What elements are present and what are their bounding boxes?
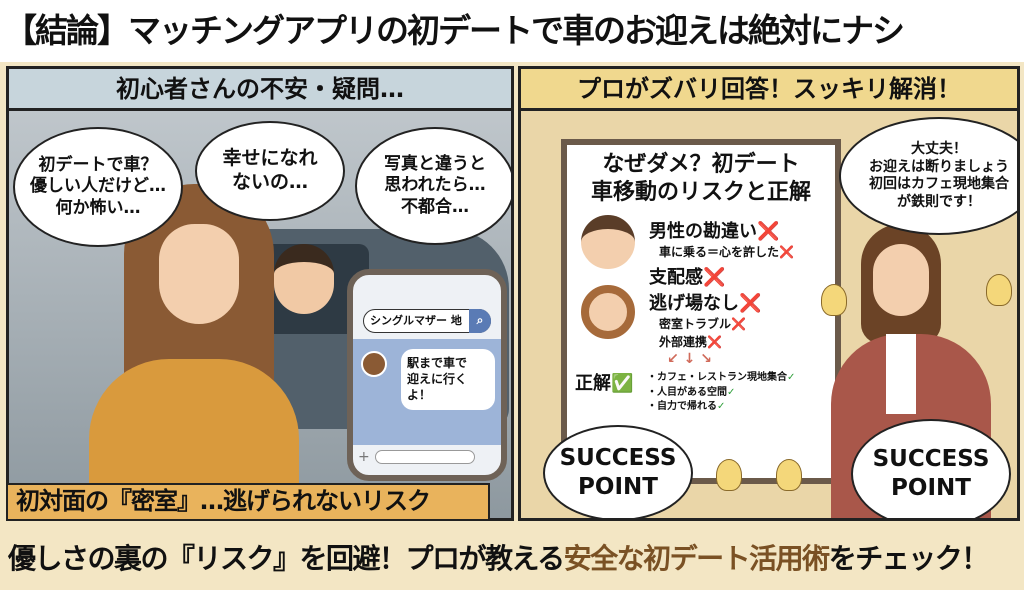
bubble-text: ないの… [231, 171, 308, 193]
banner-text: 優しさの裏の『リスク』を回避！プロが教える [8, 542, 565, 575]
check-icon: ✓ [787, 372, 796, 383]
speech-line: が鉄則です！ [897, 193, 981, 210]
bubble-text: 写真と違うと [384, 154, 486, 175]
answer-label: 正解✅ [575, 373, 634, 394]
answer-list: ・カフェ・レストラン現地集合✓ ・人目がある空間✓ ・自力で帰れる✓ [647, 372, 796, 412]
bubble-text: 不都合… [401, 196, 469, 217]
risk-item: 支配感❌ [649, 267, 726, 288]
worried-woman-illustration [159, 224, 239, 324]
risk-item: 密室トラブル❌ [659, 317, 746, 331]
left-panel: 初心者さんの不安・疑問… 初デートで車？ 優しい人だけど… 何か怖い… 幸せにな… [6, 66, 514, 521]
chat-message: 駅まで車で 迎えに行くよ！ [401, 349, 495, 410]
thought-bubble-2: 幸せになれ ないの… [195, 121, 345, 221]
avatar [361, 351, 387, 377]
cross-icon: ❌ [739, 293, 762, 314]
check-icon: ✓ [717, 401, 726, 412]
man-face-icon [581, 215, 635, 269]
message-line: 駅まで車で [407, 356, 468, 370]
check-box-icon: ✅ [611, 373, 634, 394]
lightbulb-icon [986, 274, 1012, 306]
cross-icon: ❌ [779, 245, 794, 259]
woman-face-icon [581, 285, 635, 339]
risk-item: 男性の勘違い❌ [649, 221, 780, 242]
chat-area: 駅まで車で 迎えに行くよ！ [353, 339, 501, 445]
whiteboard: なぜダメ？初デート 車移動のリスクと正解 男性の勘違い❌ 車に乗る＝心を許した❌… [561, 139, 841, 484]
right-panel: プロがズバリ回答！スッキリ解消！ なぜダメ？初デート 車移動のリスクと正解 男性… [518, 66, 1020, 521]
board-title-line: 車移動のリスクと正解 [590, 179, 811, 205]
bubble-text: 初デートで車？ [38, 155, 158, 176]
thought-bubble-1: 初デートで車？ 優しい人だけど… 何か怖い… [13, 127, 183, 247]
thought-bubble-3: 写真と違うと 思われたら… 不都合… [355, 127, 511, 245]
speech-bubble: 大丈夫！ お迎えは断りましょう 初回はカフェ現地集合 が鉄則です！ [839, 117, 1017, 235]
left-caption: 初対面の『密室』…逃げられないリスク [6, 483, 490, 521]
speech-line: お迎えは断りましょう [869, 158, 1009, 175]
right-panel-header: プロがズバリ回答！スッキリ解消！ [521, 69, 1017, 111]
board-title: なぜダメ？初デート 車移動のリスクと正解 [567, 151, 835, 206]
cross-icon: ❌ [707, 335, 722, 349]
bubble-text: 何か怖い… [55, 197, 141, 218]
cross-icon: ❌ [757, 221, 780, 242]
arrows-icon: ↙ ↓ ↘ [667, 351, 712, 367]
bubble-text: 幸せになれ [222, 147, 318, 170]
cross-icon: ❌ [731, 317, 746, 331]
lightbulb-icon [776, 459, 802, 491]
board-title-line: なぜダメ？初デート [602, 152, 800, 177]
bubble-text: 優しい人だけど… [30, 176, 166, 197]
banner-highlight: 安全な初デート活用術 [563, 542, 831, 575]
plus-icon[interactable]: + [358, 449, 370, 465]
search-input[interactable]: シングルマザー 地 ⌕ [363, 309, 491, 333]
smartphone: シングルマザー 地 ⌕ 駅まで車で 迎えに行くよ！ + [347, 269, 507, 481]
speech-line: 初回はカフェ現地集合 [869, 176, 1009, 192]
search-icon[interactable]: ⌕ [469, 309, 491, 333]
message-line: 迎えに行くよ！ [407, 372, 468, 403]
lightbulb-icon [821, 284, 847, 316]
banner-text: をチェック！ [828, 542, 990, 575]
risk-item: 外部連携❌ [659, 335, 722, 349]
risk-item: 逃げ場なし❌ [649, 293, 762, 314]
main-title: 【結論】マッチングアプリの初デートで車のお迎えは絶対にナシ [0, 0, 1024, 62]
speech-line: 大丈夫！ [911, 141, 967, 157]
message-input[interactable] [375, 450, 475, 464]
lightbulb-icon [716, 459, 742, 491]
risk-item: 車に乗る＝心を許した❌ [659, 245, 794, 259]
check-icon: ✓ [727, 386, 736, 398]
bottom-banner: 優しさの裏の『リスク』を回避！プロが教える安全な初デート活用術をチェック！ [0, 527, 1024, 590]
bubble-text: 思われたら… [384, 175, 486, 196]
man-in-car-illustration [274, 244, 334, 314]
search-text: シングルマザー 地 [370, 314, 462, 327]
cross-icon: ❌ [703, 267, 726, 288]
left-panel-header: 初心者さんの不安・疑問… [9, 69, 511, 111]
